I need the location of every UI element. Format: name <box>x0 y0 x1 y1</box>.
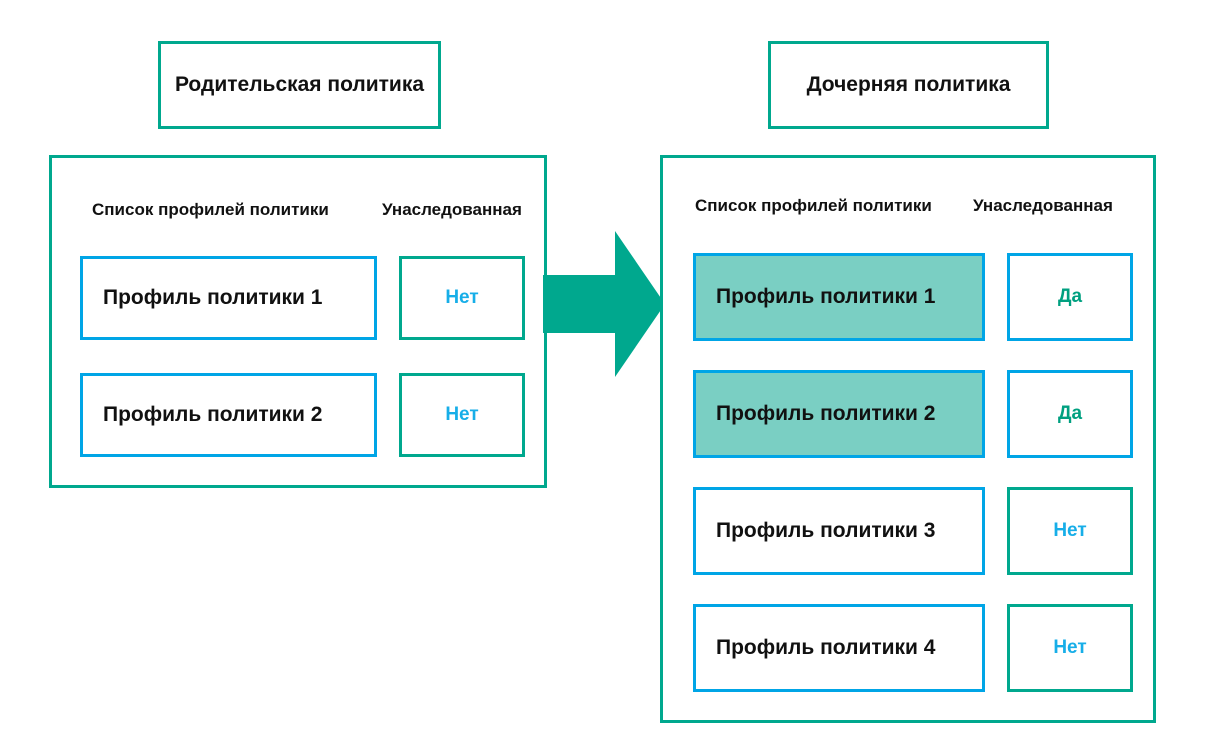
right-arrow-icon <box>543 231 665 377</box>
child-header-profile-list: Список профилей политики <box>695 196 932 215</box>
child-inherited-status-3: Нет <box>1007 487 1133 575</box>
parent-profile-box-2[interactable]: Профиль политики 2 <box>80 373 377 457</box>
child-profile-box-1[interactable]: Профиль политики 1 <box>693 253 985 341</box>
child-profile-box-3[interactable]: Профиль политики 3 <box>693 487 985 575</box>
child-column-headers: Список профилей политики Унаследованная <box>695 196 1113 216</box>
parent-profile-box-1[interactable]: Профиль политики 1 <box>80 256 377 340</box>
child-policy-panel: Список профилей политики Унаследованная … <box>660 155 1156 723</box>
child-profile-box-4[interactable]: Профиль политики 4 <box>693 604 985 692</box>
parent-inherited-status-2: Нет <box>399 373 525 457</box>
child-inherited-status-2: Да <box>1007 370 1133 458</box>
child-inherited-status-4: Нет <box>1007 604 1133 692</box>
parent-inherited-status-1: Нет <box>399 256 525 340</box>
table-row: Профиль политики 3 Нет <box>693 487 1133 575</box>
table-row: Профиль политики 2 Да <box>693 370 1133 458</box>
table-row: Профиль политики 1 Да <box>693 253 1133 341</box>
child-inherited-status-1: Да <box>1007 253 1133 341</box>
table-row: Профиль политики 4 Нет <box>693 604 1133 692</box>
child-header-inherited: Унаследованная <box>973 196 1113 215</box>
table-row: Профиль политики 1 Нет <box>80 256 525 340</box>
parent-header-profile-list: Список профилей политики <box>92 200 329 219</box>
parent-policy-title: Родительская политика <box>158 41 441 129</box>
parent-header-inherited: Унаследованная <box>382 200 522 219</box>
parent-policy-panel: Список профилей политики Унаследованная … <box>49 155 547 488</box>
parent-column-headers: Список профилей политики Унаследованная <box>92 200 522 220</box>
child-profile-box-2[interactable]: Профиль политики 2 <box>693 370 985 458</box>
child-policy-title: Дочерняя политика <box>768 41 1049 129</box>
table-row: Профиль политики 2 Нет <box>80 373 525 457</box>
